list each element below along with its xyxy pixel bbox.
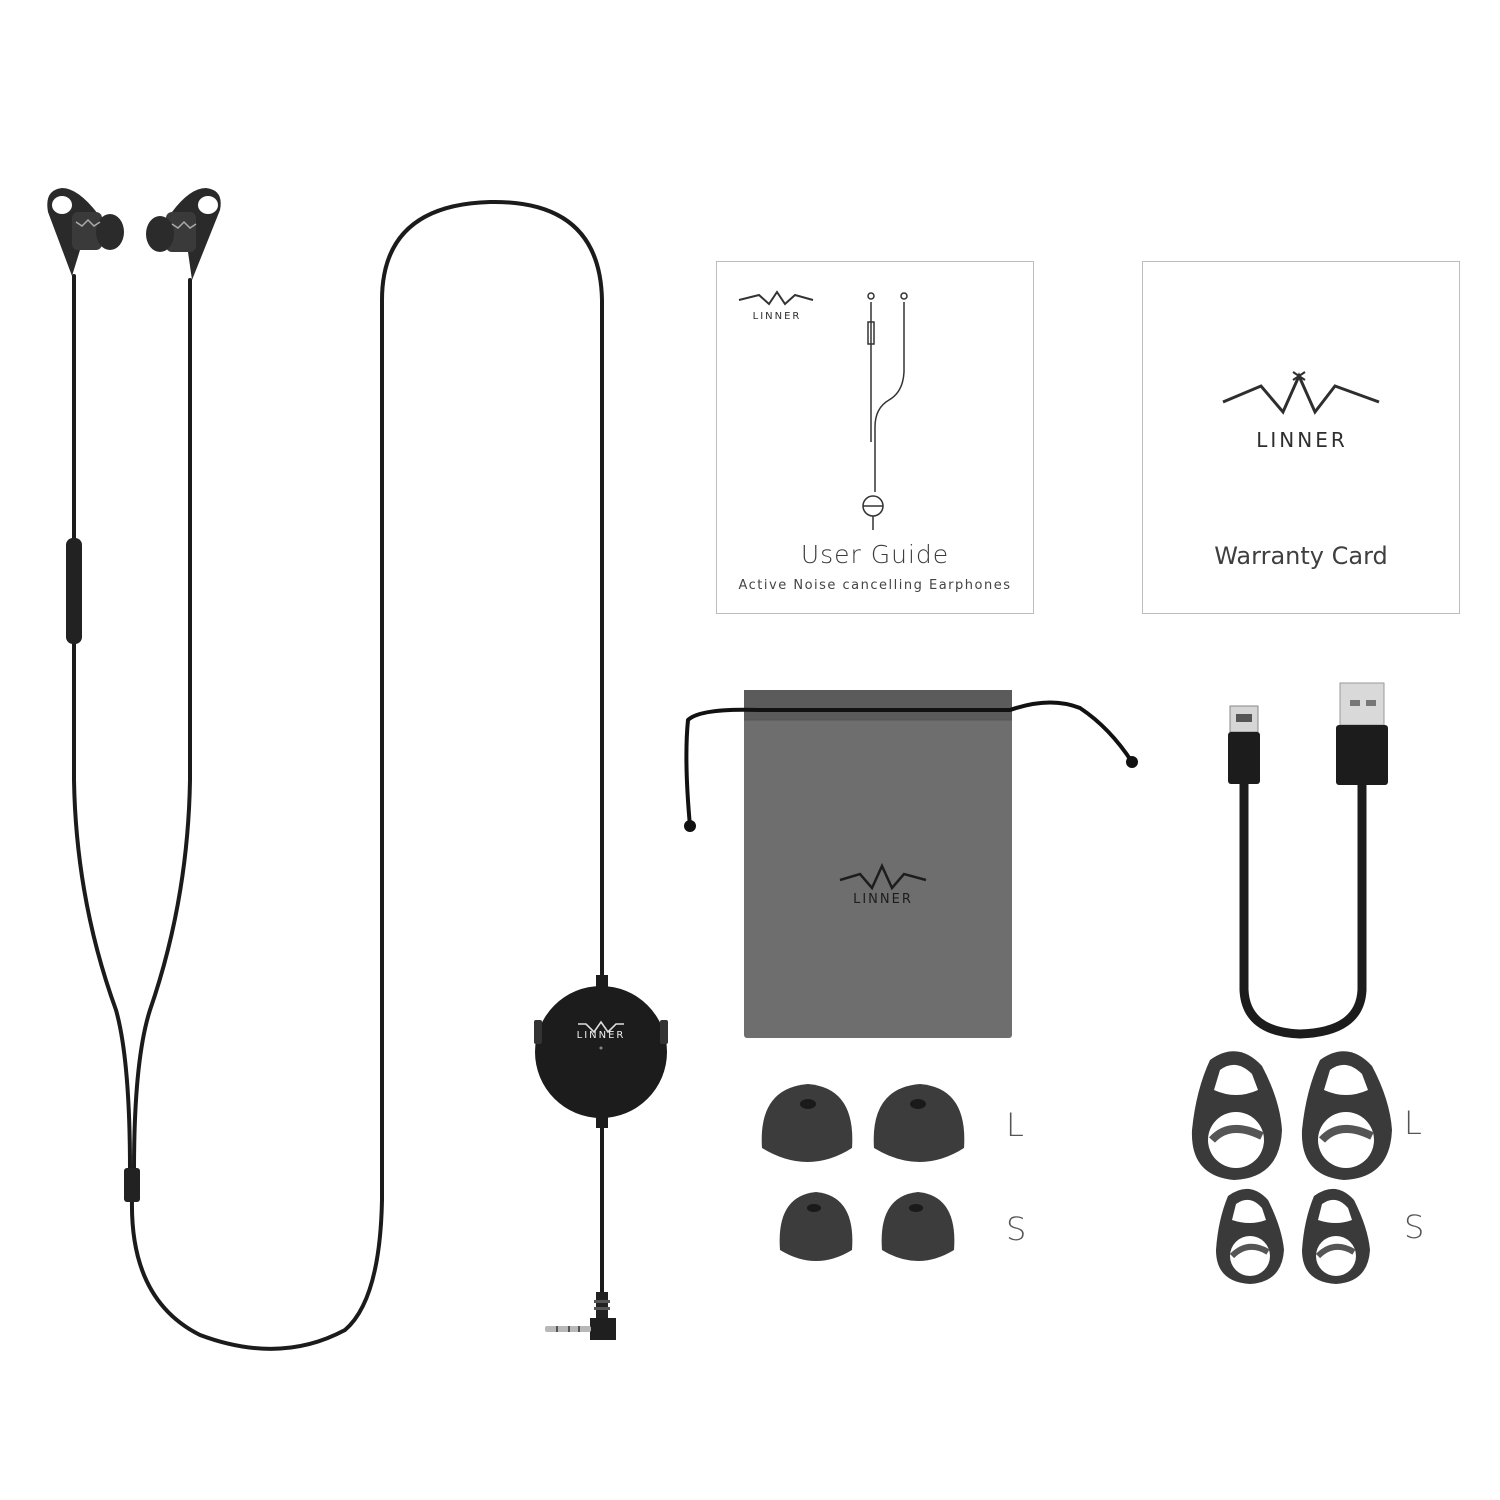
linner-logo-icon: [738, 290, 814, 306]
warranty-brand: LINNER: [1256, 428, 1348, 452]
user-guide-card: LINNER User Guide Active Noise cancellin…: [716, 261, 1034, 614]
pouch-brand: LINNER: [853, 892, 913, 907]
user-guide-illustration: [738, 290, 908, 530]
warranty-card: LINNER Warranty Card: [1142, 261, 1460, 614]
earphones-sketch-icon: [862, 292, 908, 530]
left-earbud-icon: [47, 188, 124, 276]
audio-jack-icon: [545, 1292, 616, 1340]
warranty-logo-icon: [1222, 371, 1380, 415]
user-guide-subtitle: Active Noise cancelling Earphones: [738, 578, 1012, 593]
ear-hooks-large-label: L: [1404, 1104, 1422, 1142]
control-box-brand: LINNER: [576, 1030, 626, 1041]
user-guide-title: User Guide: [800, 540, 950, 569]
control-box-icon: [534, 975, 668, 1128]
user-guide-brand: LINNER: [752, 311, 802, 322]
ear-tips-large-label: L: [1006, 1106, 1024, 1144]
right-earbud-icon: [146, 188, 221, 280]
ear-tips-small-label: S: [1006, 1210, 1027, 1248]
cable-splitter-icon: [124, 1168, 140, 1202]
inline-remote-icon: [66, 538, 82, 644]
ear-hooks-small-label: S: [1404, 1208, 1425, 1246]
warranty-card-title: Warranty Card: [1214, 542, 1388, 570]
